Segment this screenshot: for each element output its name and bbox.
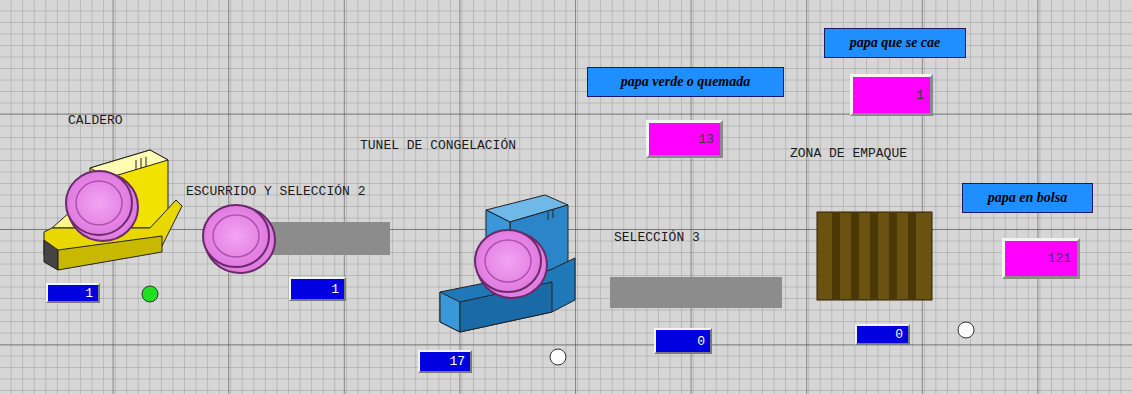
station-label: ZONA DE EMPAQUE — [790, 146, 907, 161]
value-text: 1 — [85, 286, 93, 301]
counter-display: 0 — [855, 324, 910, 345]
caption-text: papa que se cae — [850, 35, 941, 51]
status-lamp — [958, 322, 974, 338]
value-text: 121 — [1048, 251, 1071, 266]
status-lamp — [142, 286, 158, 302]
station-label: TUNEL DE CONGELACIÓN — [360, 138, 516, 153]
value-text: 17 — [449, 354, 465, 369]
boiler-machine — [44, 150, 182, 270]
value-text: 13 — [698, 132, 714, 147]
station-label: CALDERO — [68, 113, 123, 128]
caption-tag: papa que se cae — [824, 28, 966, 58]
value-display: 121 — [1002, 238, 1080, 279]
caption-text: papa verde o quemada — [621, 74, 750, 90]
packing-crate — [817, 212, 932, 300]
freezing-tunnel — [440, 195, 575, 332]
caption-text: papa en bolsa — [988, 190, 1067, 206]
value-text: 0 — [697, 334, 705, 349]
counter-display: 17 — [418, 350, 472, 373]
status-lamp — [550, 349, 566, 365]
value-text: 1 — [331, 282, 339, 297]
value-display: 1 — [850, 74, 933, 116]
counter-display: 0 — [654, 328, 712, 354]
station-label: ESCURRIDO Y SELECCIÓN 2 — [186, 184, 365, 199]
station-label: SELECCIÓN 3 — [614, 230, 700, 245]
value-text: 1 — [916, 88, 924, 103]
value-text: 0 — [895, 327, 903, 342]
counter-display: 1 — [289, 277, 346, 301]
counter-display: 1 — [46, 283, 100, 303]
caption-tag: papa verde o quemada — [587, 67, 784, 97]
value-display: 13 — [646, 120, 723, 158]
drain-conveyor — [203, 205, 390, 273]
selection-conveyor — [610, 277, 782, 308]
caption-tag: papa en bolsa — [962, 183, 1093, 213]
